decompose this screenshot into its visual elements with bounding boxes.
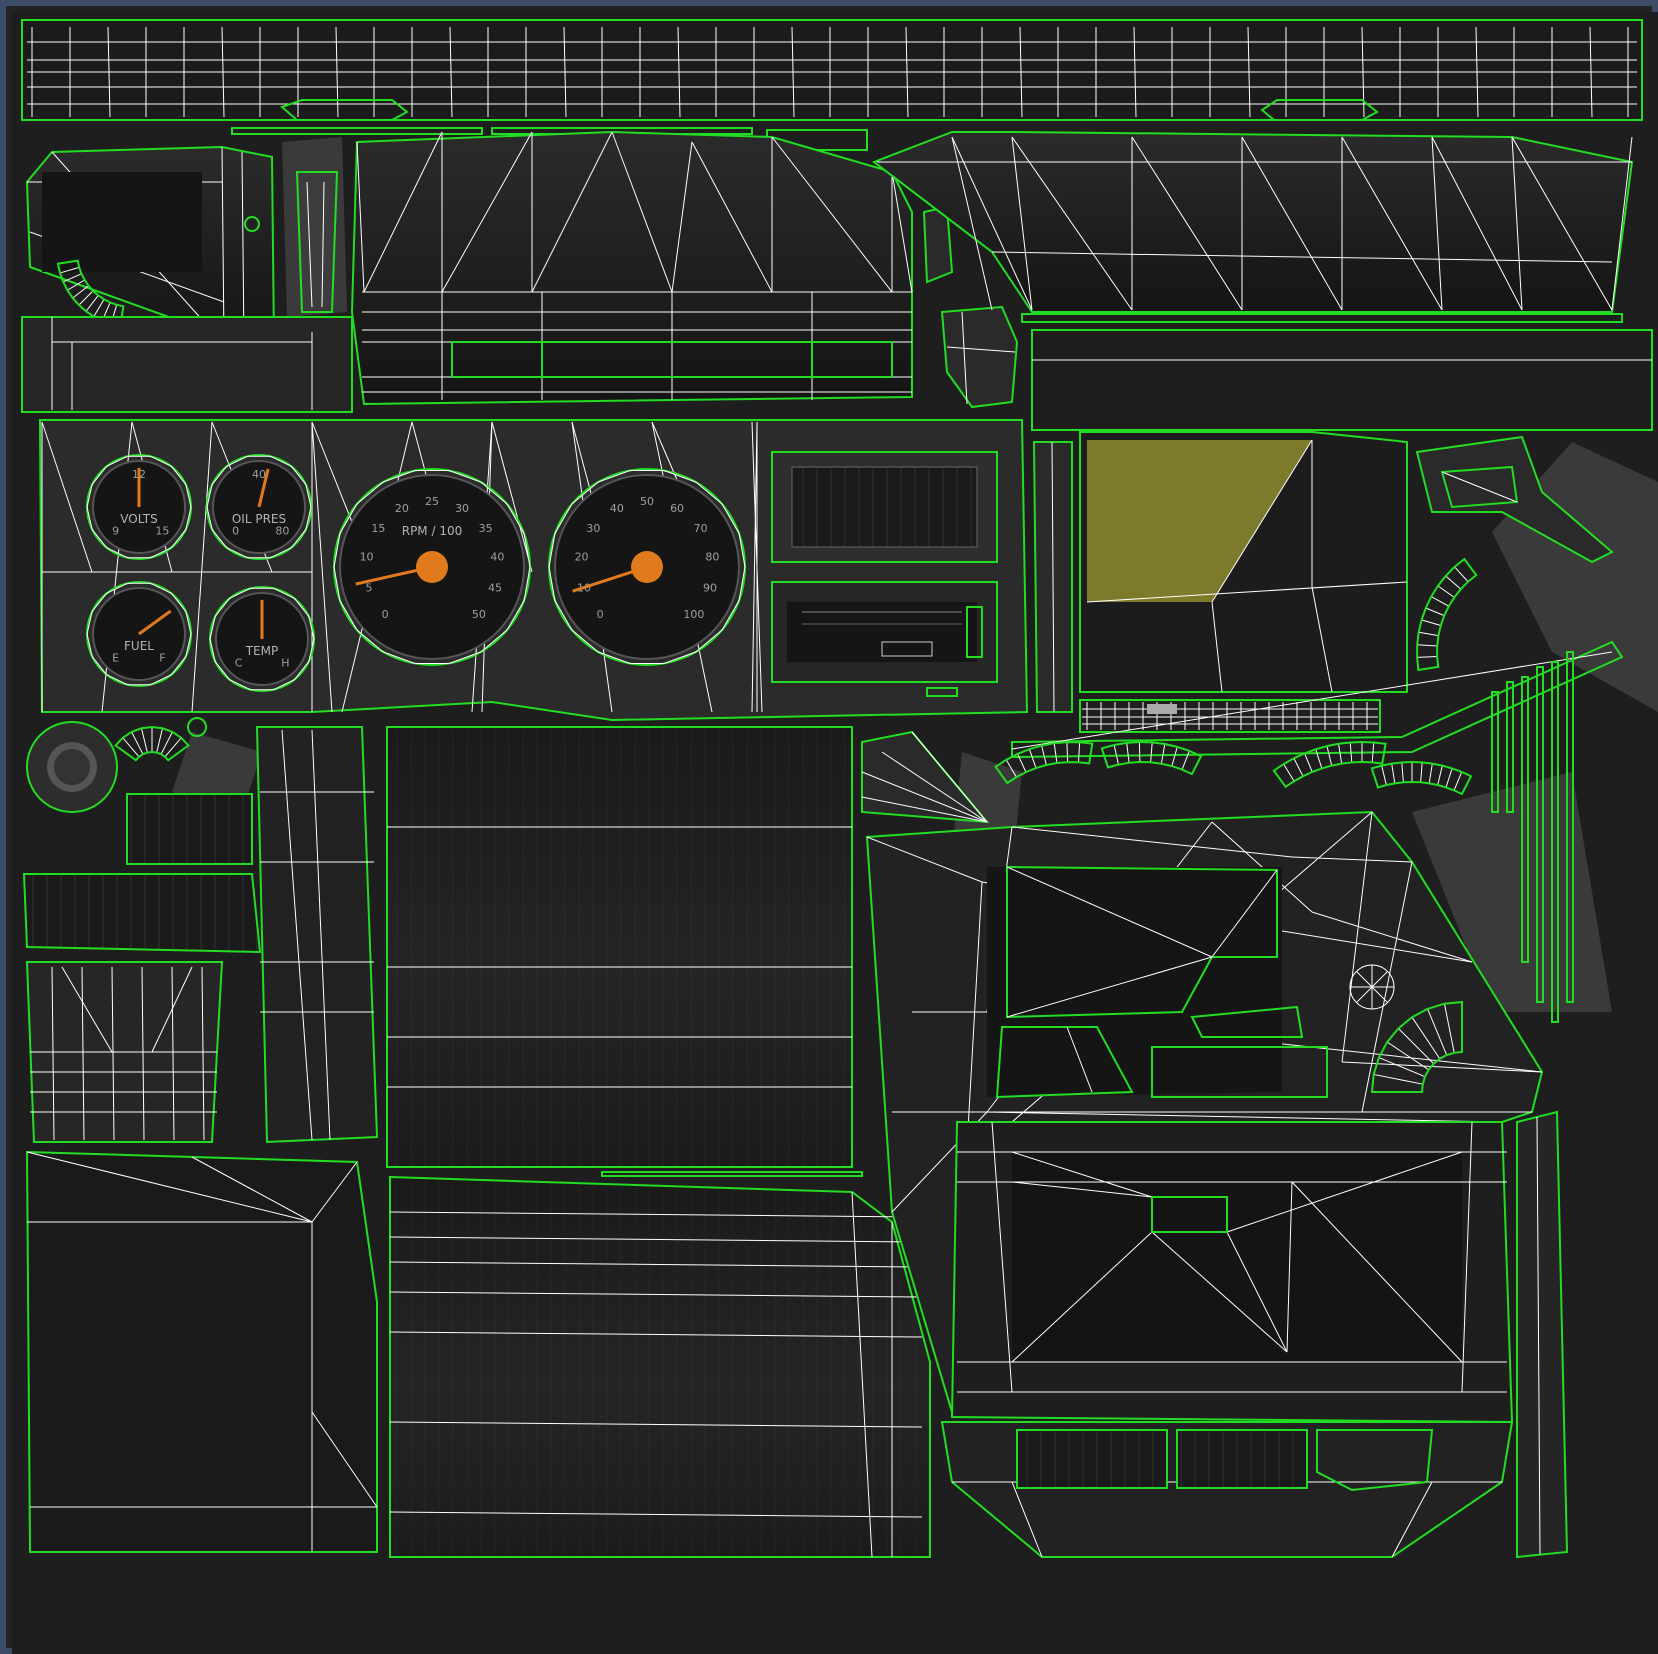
gauge-tick-label: 35 (479, 522, 493, 535)
gauge-tick-label: 50 (640, 495, 654, 508)
gauge-tick-label: C (235, 656, 243, 669)
gauge-tick-label: 20 (395, 502, 409, 515)
door-panel-island (25, 1150, 378, 1553)
cluster-side-strip-island (1032, 441, 1073, 713)
gauge-tick-label: 15 (155, 524, 169, 537)
gauge-tick-label: 45 (488, 581, 502, 594)
small-fan-trim (114, 725, 190, 762)
dashboard-right-top-island (871, 131, 1634, 313)
gauge-tick-label: 90 (703, 581, 717, 594)
seat-cushion-island (389, 1175, 931, 1558)
console-side-strip-island (1516, 1110, 1569, 1559)
door-pillar-island (255, 726, 379, 1144)
gauge-tick-label: 40 (490, 551, 504, 564)
gauge-needle (257, 468, 270, 508)
thin-trim-strip-1 (231, 127, 483, 135)
console-front-island (25, 961, 224, 1143)
gauge-tick-label: H (281, 656, 289, 669)
gauge-tick-label: E (112, 651, 119, 664)
speedometer-gauge: 0102030405060708090100 (548, 468, 746, 666)
pillar-island (295, 171, 339, 313)
right-thin-strip (1021, 313, 1623, 323)
small-round-button (187, 717, 207, 737)
gauge-label: OIL PRES (232, 512, 286, 526)
ribbed-pad-2-island (22, 873, 262, 954)
gauge-needle (138, 609, 172, 636)
gauge-tick-label: 30 (586, 522, 600, 535)
gauge-tick-label: 30 (455, 502, 469, 515)
gauge-tick-label: 20 (575, 551, 589, 564)
lower-vent-bezel-island (940, 1421, 1514, 1558)
knob-island (26, 721, 118, 813)
gauge-tick-label: 40 (610, 502, 624, 515)
vertical-trim-strips (1491, 651, 1574, 1023)
ribbed-pad-1-island (126, 793, 253, 865)
gauge-tick-label: 0 (232, 524, 239, 537)
gauge-tick-label: 15 (371, 522, 385, 535)
small-bracket-island (922, 205, 1019, 409)
gauge-tick-label: 70 (694, 522, 708, 535)
gauge-label: FUEL (124, 639, 154, 653)
top-trim-strip-island (21, 19, 1643, 121)
gauge-tick-label: 9 (112, 524, 119, 537)
seat-back-island (386, 726, 853, 1168)
arc-trim-right-1 (1416, 557, 1478, 672)
gauge-tick-label: 50 (472, 608, 486, 621)
volts-gauge: 91215VOLTS (86, 454, 192, 560)
gauge-tick-label: 60 (670, 502, 684, 515)
gauge-label: VOLTS (120, 512, 157, 526)
radio-island (771, 581, 998, 683)
gauge-tick-label: F (159, 651, 165, 664)
arc-trim-right-2 (994, 740, 1473, 796)
console-box-island (1079, 431, 1408, 693)
gauge-tick-label: 0 (382, 608, 389, 621)
gauge-label: RPM / 100 (402, 524, 463, 538)
tachometer-gauge: 0 5 10 15 20 25 30 35 40 45 50 RPM / 100 (333, 468, 531, 666)
gauge-tick-label: 80 (275, 524, 289, 537)
shifter-bezel-island (1415, 435, 1614, 564)
gauge-hub (416, 551, 448, 583)
fuel-gauge: E F FUEL (86, 581, 192, 687)
gauge-tick-label: 100 (683, 608, 704, 621)
gauge-tick-label: 80 (705, 551, 719, 564)
gauge-tick-label: 10 (360, 551, 374, 564)
dashboard-top-island (350, 130, 913, 406)
gauge-tick-label: 25 (425, 495, 439, 508)
gauge-hub (631, 551, 663, 583)
lower-left-panel-island (21, 316, 353, 413)
gauge-tick-label: 5 (366, 581, 373, 594)
wedge-island (861, 730, 990, 824)
gauge-label: TEMP (245, 644, 279, 658)
cluster-tab (926, 687, 958, 697)
seat-thin-strip (601, 1171, 863, 1177)
right-panel-block-island (1031, 329, 1653, 431)
console-lid-island (950, 1121, 1514, 1424)
gauge-tick-label: 40 (252, 468, 266, 481)
air-vent-island (771, 451, 998, 563)
gauge-tick-label: 0 (597, 608, 604, 621)
